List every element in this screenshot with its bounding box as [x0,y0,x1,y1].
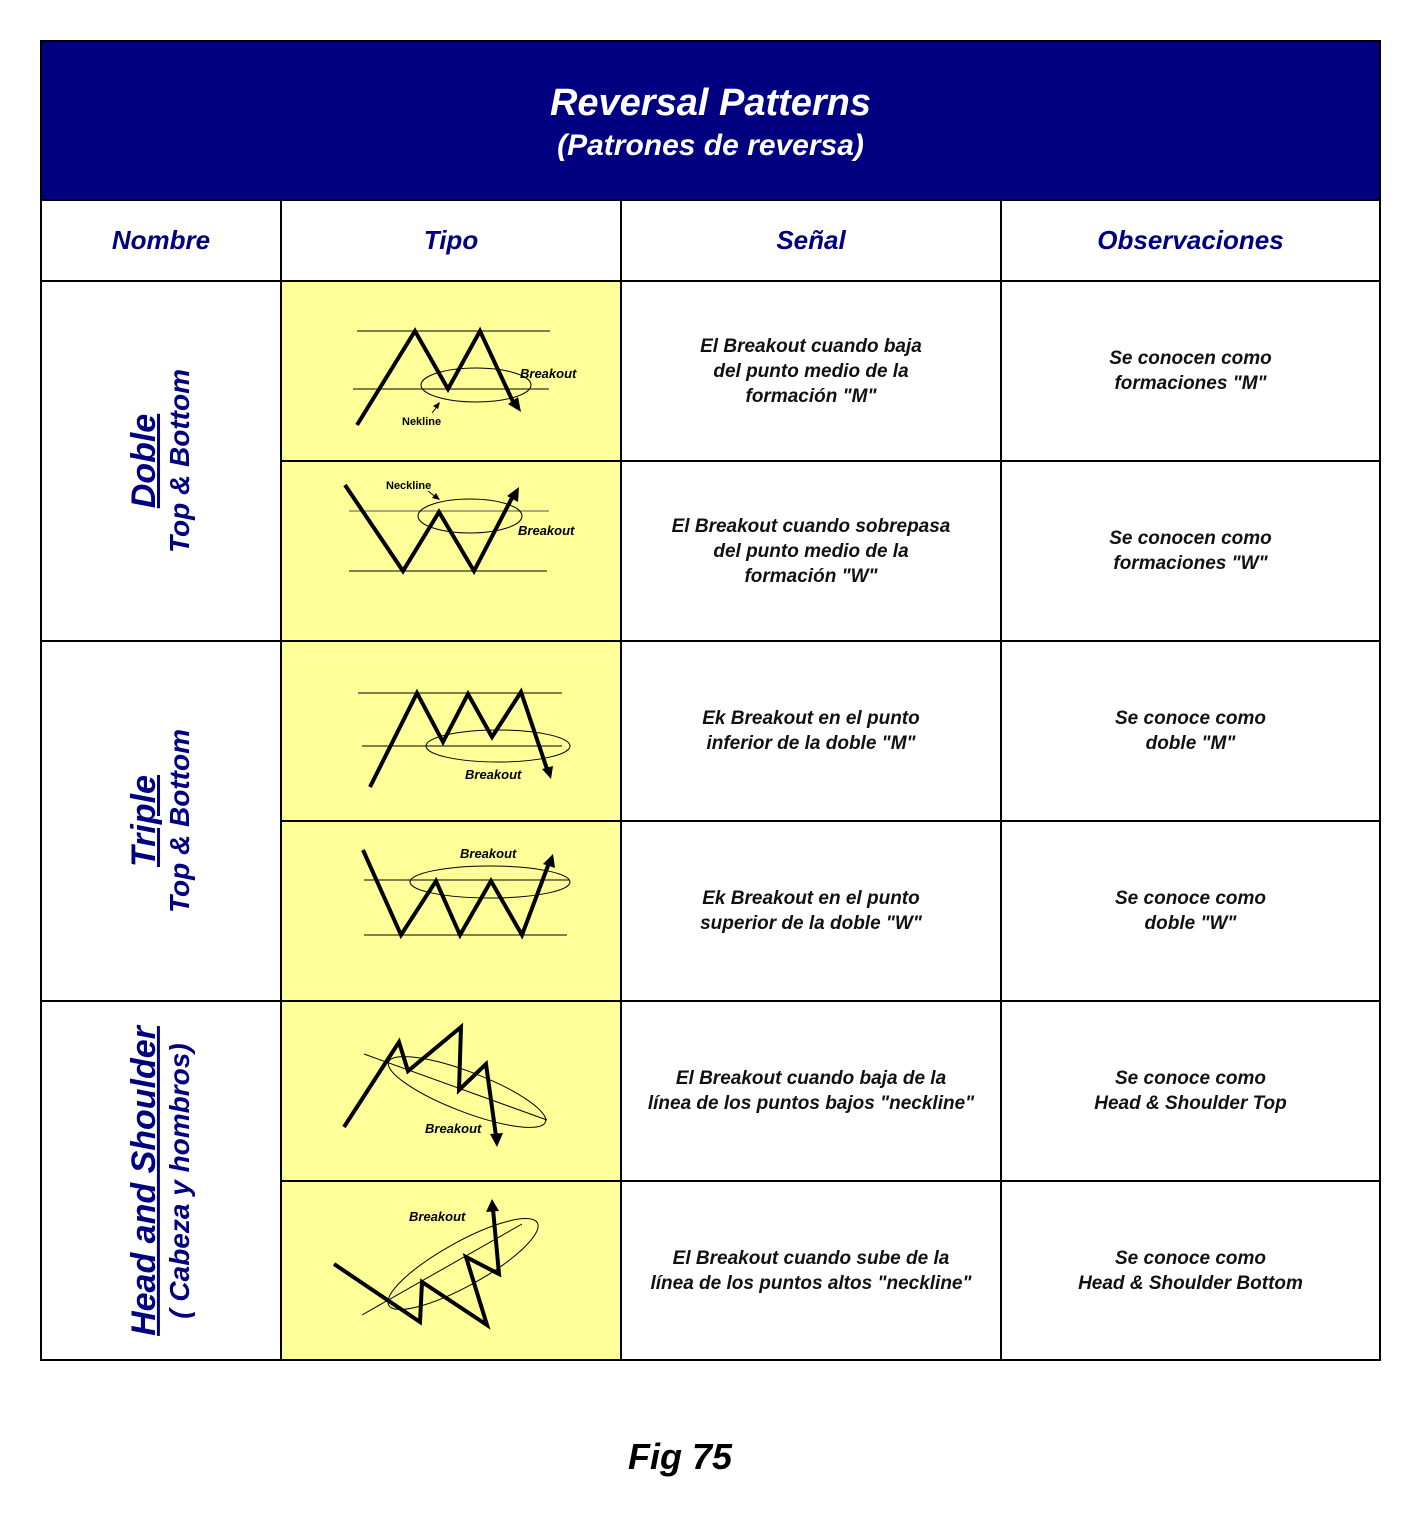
group-head-shoulder: Head and Shoulder( Cabeza y hombros) [40,1000,282,1361]
double-bottom-diagram: Neckline Breakout [343,480,575,576]
neckline-label: Nekline [402,416,441,428]
breakout-label: Breakout [520,366,577,381]
group-name: Head and Shoulder [125,1025,164,1336]
group-subtitle: Top & Bottom [164,728,195,914]
pattern-double-top: Breakout Nekline [280,280,622,462]
pattern-double-bottom: Neckline Breakout [280,460,622,642]
pattern-triple-bottom: Breakout [280,820,622,1002]
pattern-triple-top: Breakout [280,640,622,822]
figure-caption: Fig 75 [627,1436,733,1477]
breakout-label: Breakout [409,1209,466,1224]
observation-text: Se conocen como formaciones "W" [1000,460,1381,642]
neckline-label: Neckline [386,480,431,492]
pattern-head-shoulder-top: Breakout [280,1000,622,1182]
observation-text: Se conoce como Head & Shoulder Bottom [1000,1180,1381,1361]
observation-text: Se conoce como Head & Shoulder Top [1000,1000,1381,1182]
group-subtitle: ( Cabeza y hombros) [164,1042,196,1319]
signal-text: El Breakout cuando sube de la línea de l… [620,1180,1002,1361]
signal-text: Ek Breakout en el punto inferior de la d… [620,640,1002,822]
breakout-label: Breakout [460,846,517,861]
header-nombre: Nombre [40,199,282,282]
head-shoulder-bottom-diagram: Breakout [332,1199,539,1330]
head-shoulder-top-diagram: Breakout [342,1022,548,1147]
signal-text: Ek Breakout en el punto superior de la d… [620,820,1002,1002]
breakout-label: Breakout [518,523,575,538]
signal-text: El Breakout cuando baja del punto medio … [620,280,1002,462]
observation-text: Se conocen como formaciones "M" [1000,280,1381,462]
triple-bottom-diagram: Breakout [361,846,571,940]
group-subtitle: Top & Bottom [164,368,195,554]
table-title-banner: Reversal Patterns (Patrones de reversa) [40,40,1381,201]
observation-text: Se conoce como doble "W" [1000,820,1381,1002]
group-name: Triple [125,775,163,867]
header-observaciones: Observaciones [1000,199,1381,282]
pattern-head-shoulder-bottom: Breakout [280,1180,622,1361]
title-main: Reversal Patterns [549,82,872,124]
signal-text: El Breakout cuando sobrepasa del punto m… [620,460,1002,642]
triple-top-diagram: Breakout [358,687,571,788]
title-subtitle: (Patrones de reversa) [557,129,864,162]
breakout-label: Breakout [425,1121,482,1136]
double-top-diagram: Breakout Nekline [353,326,577,428]
observation-text: Se conoce como doble "M" [1000,640,1381,822]
group-name: Doble [125,413,163,509]
breakout-label: Breakout [465,767,522,782]
header-senal: Señal [620,199,1002,282]
header-tipo: Tipo [280,199,622,282]
signal-text: El Breakout cuando baja de la línea de l… [620,1000,1002,1182]
